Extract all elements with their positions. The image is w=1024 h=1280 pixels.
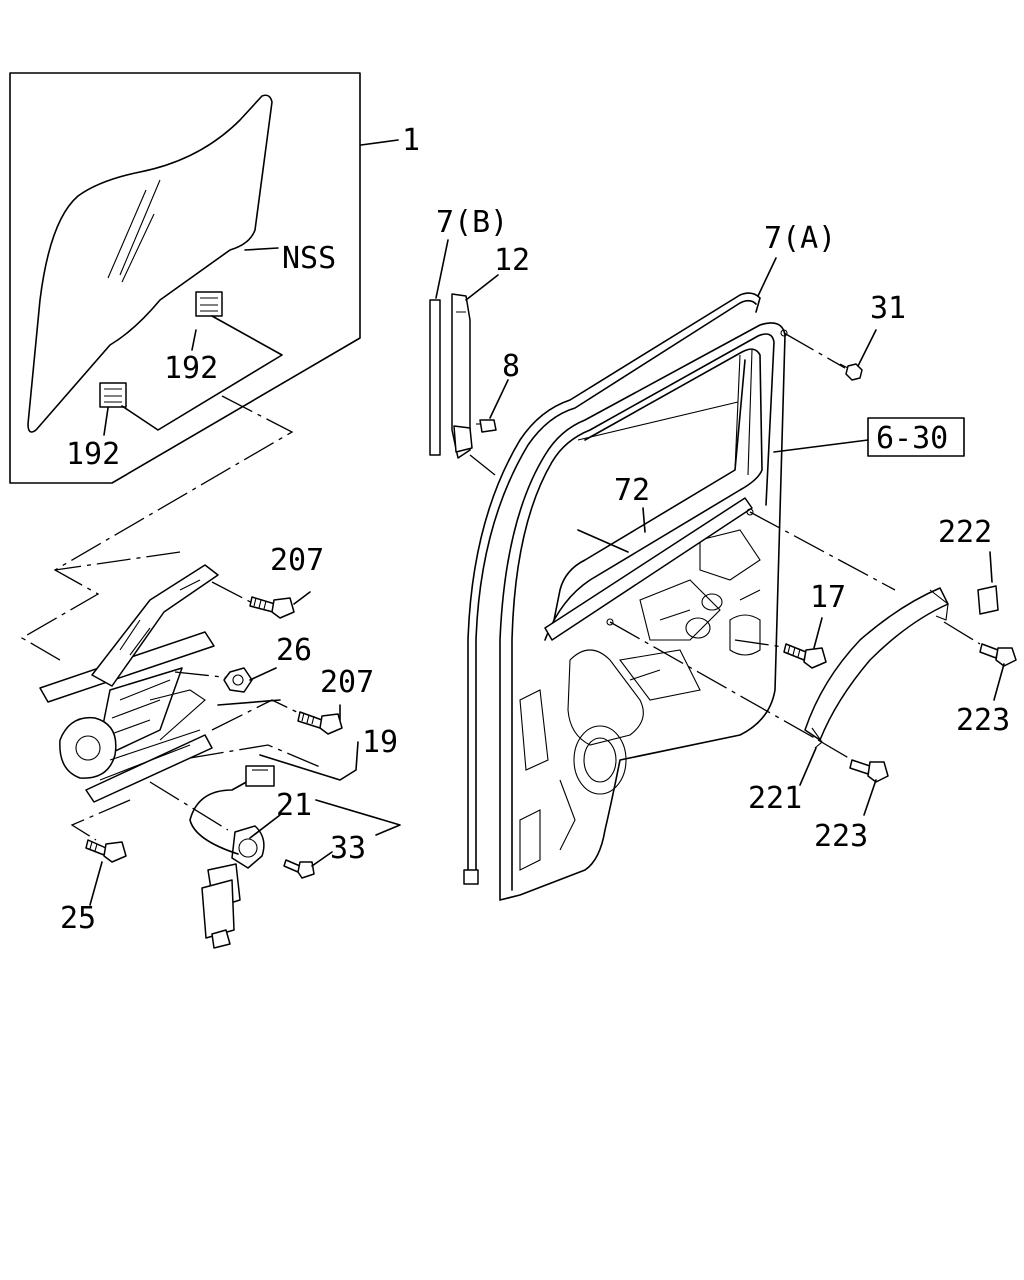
window-regulator-assembly: [39, 564, 219, 803]
callout-221: 221: [748, 781, 802, 816]
bolt-17: [783, 643, 827, 669]
regulator-motor: [189, 779, 265, 949]
ref-6-30-box: [867, 417, 965, 457]
bolt-207-lower: [297, 711, 343, 735]
callout-222: 222: [938, 515, 992, 550]
callout-33: 33: [330, 831, 366, 866]
callout-7b: 7(B): [436, 205, 508, 240]
callout-223-upper: 223: [956, 703, 1010, 738]
callout-1: 1: [402, 123, 420, 158]
callout-207-upper: 207: [270, 543, 324, 578]
callout-19: 19: [362, 725, 398, 760]
glass-run-channel-7b: [429, 299, 441, 456]
callout-192-lower: 192: [66, 437, 120, 472]
inner-seal-72: [544, 497, 753, 641]
screw-223-upper: [979, 643, 1017, 667]
glass-clip-lower: [99, 382, 127, 408]
screw-223-lower: [849, 759, 889, 783]
callout-207-lower: 207: [320, 665, 374, 700]
cap-222: [977, 585, 999, 615]
door-weatherstrip-7a: [463, 292, 761, 885]
callout-26: 26: [276, 633, 312, 668]
clip-31: [839, 363, 863, 381]
bolt-207-upper: [249, 596, 295, 619]
callout-21: 21: [276, 788, 312, 823]
callout-31: 31: [870, 291, 906, 326]
door-glass-panel: [27, 94, 273, 433]
bolt-25: [85, 839, 127, 863]
callout-6-30: 6-30: [876, 421, 948, 456]
callout-192-upper: 192: [164, 351, 218, 386]
callout-223-lower: 223: [814, 819, 868, 854]
callout-25: 25: [60, 901, 96, 936]
channel-bracket-12: [451, 293, 473, 459]
screw-33: [283, 859, 315, 879]
callout-17: 17: [810, 580, 846, 615]
glass-group-frame: [9, 72, 361, 484]
callout-8: 8: [502, 349, 520, 384]
motor-connector: [245, 765, 275, 787]
callout-72: 72: [614, 473, 650, 508]
callout-7a: 7(A): [764, 221, 836, 256]
callout-nss: NSS: [282, 241, 336, 276]
door-molding-221: [804, 587, 949, 749]
front-door-panel: [499, 322, 786, 901]
callout-12: 12: [494, 243, 530, 278]
glass-clip-upper: [195, 291, 223, 317]
nut-26: [223, 667, 253, 693]
clip-8: [476, 419, 497, 433]
